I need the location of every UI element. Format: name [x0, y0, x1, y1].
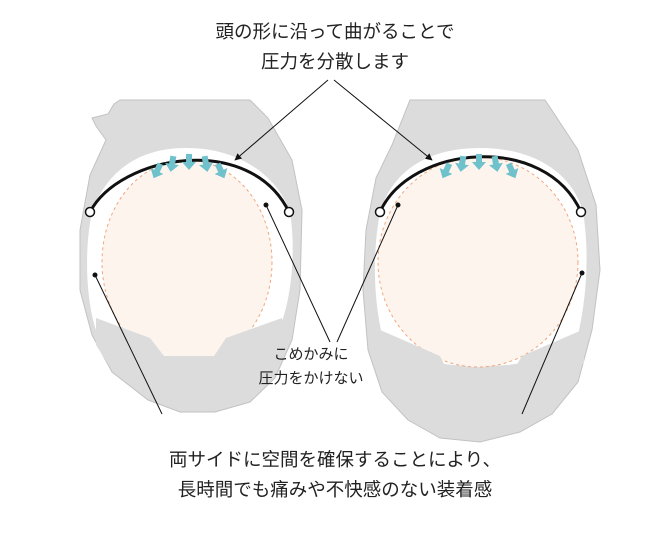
callout-side-right	[521, 272, 583, 415]
left-contact-point-right	[283, 206, 295, 218]
right-helmet	[362, 99, 601, 443]
down-arrow-icon	[505, 162, 519, 179]
callout-arc-right	[333, 79, 433, 161]
down-arrow-icon	[150, 162, 164, 179]
left-chin-guard	[96, 318, 286, 402]
callout-temple-right	[336, 204, 399, 343]
right-pressure-arrows	[439, 154, 519, 179]
left-contact-point-left	[84, 206, 96, 218]
down-arrow-icon	[455, 155, 469, 172]
temple-caption-line-1: こめかみに	[273, 345, 349, 363]
down-arrow-icon	[439, 162, 453, 179]
down-arrow-icon	[489, 155, 503, 172]
right-chin-guard	[380, 330, 584, 432]
temple-caption-line-2: 圧力をかけない	[258, 369, 364, 387]
temple-caption: こめかみに 圧力をかけない	[246, 342, 376, 390]
top-caption: 頭の形に沿って曲がることで 圧力を分散します	[0, 18, 670, 78]
right-contact-point-left	[374, 206, 386, 218]
callout-lines	[94, 79, 583, 415]
left-helmet	[79, 99, 303, 413]
bottom-caption: 両サイドに空間を確保することにより、 長時間でも痛みや不快感のない装着感	[0, 446, 670, 506]
callout-temple-left	[265, 204, 331, 343]
down-arrow-icon	[472, 154, 486, 170]
down-arrow-icon	[165, 155, 179, 172]
left-pressure-arrows	[150, 154, 228, 179]
top-caption-line-1: 頭の形に沿って曲がることで	[215, 22, 455, 43]
bottom-caption-line-1: 両サイドに空間を確保することにより、	[169, 450, 501, 471]
top-caption-line-2: 圧力を分散します	[260, 52, 409, 73]
callout-arc-left	[234, 79, 329, 161]
down-arrow-icon	[214, 162, 228, 179]
right-head	[377, 156, 579, 368]
down-arrow-icon	[182, 154, 196, 170]
callout-side-left	[94, 274, 163, 415]
right-contact-point-right	[575, 206, 587, 218]
down-arrow-icon	[199, 155, 213, 172]
bottom-caption-line-2: 長時間でも痛みや不快感のない装着感	[177, 480, 493, 501]
